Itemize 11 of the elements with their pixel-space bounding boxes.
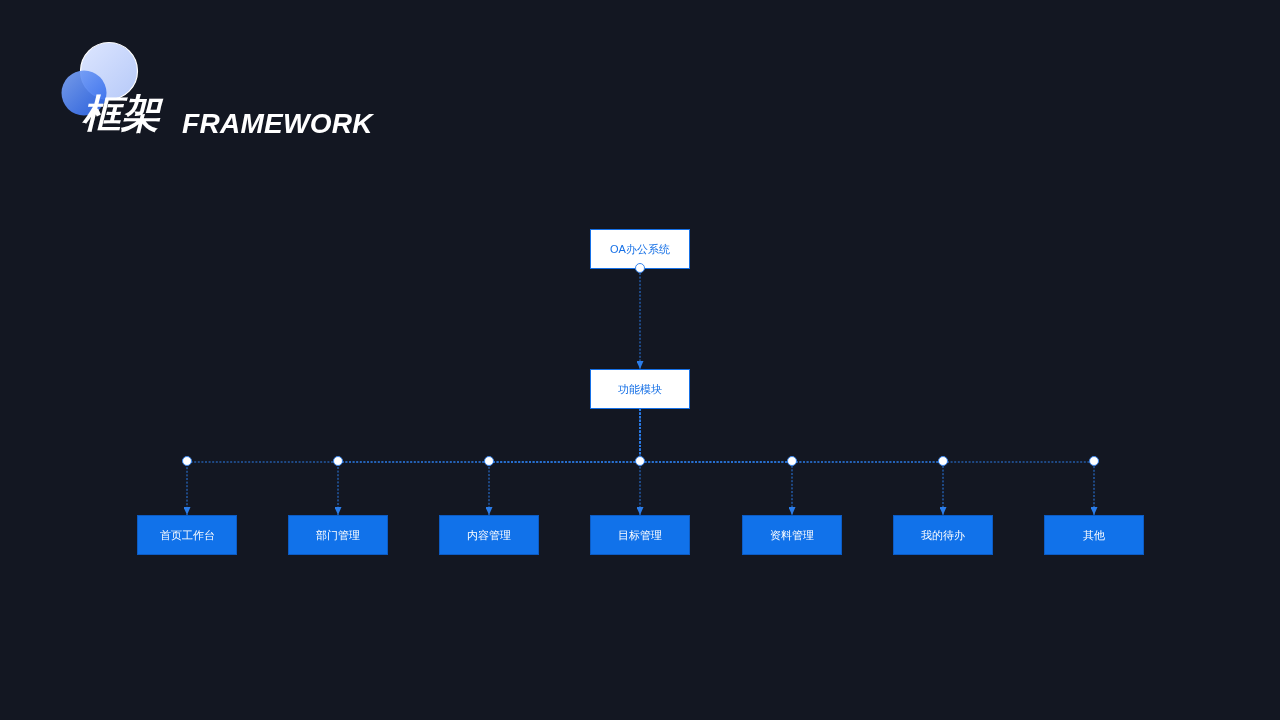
module-box: 我的待办 xyxy=(893,515,993,555)
module-box: 部门管理 xyxy=(288,515,388,555)
subheading: FRAMEWORK xyxy=(182,110,373,138)
module-box: 首页工作台 xyxy=(137,515,237,555)
module-box: 其他 xyxy=(1044,515,1144,555)
module-box: 资料管理 xyxy=(742,515,842,555)
process-box: OA办公系统 xyxy=(590,229,690,269)
module-box: 目标管理 xyxy=(590,515,690,555)
connector-arrow xyxy=(636,272,644,370)
process-box: 功能模块 xyxy=(590,369,690,409)
module-box: 内容管理 xyxy=(439,515,539,555)
